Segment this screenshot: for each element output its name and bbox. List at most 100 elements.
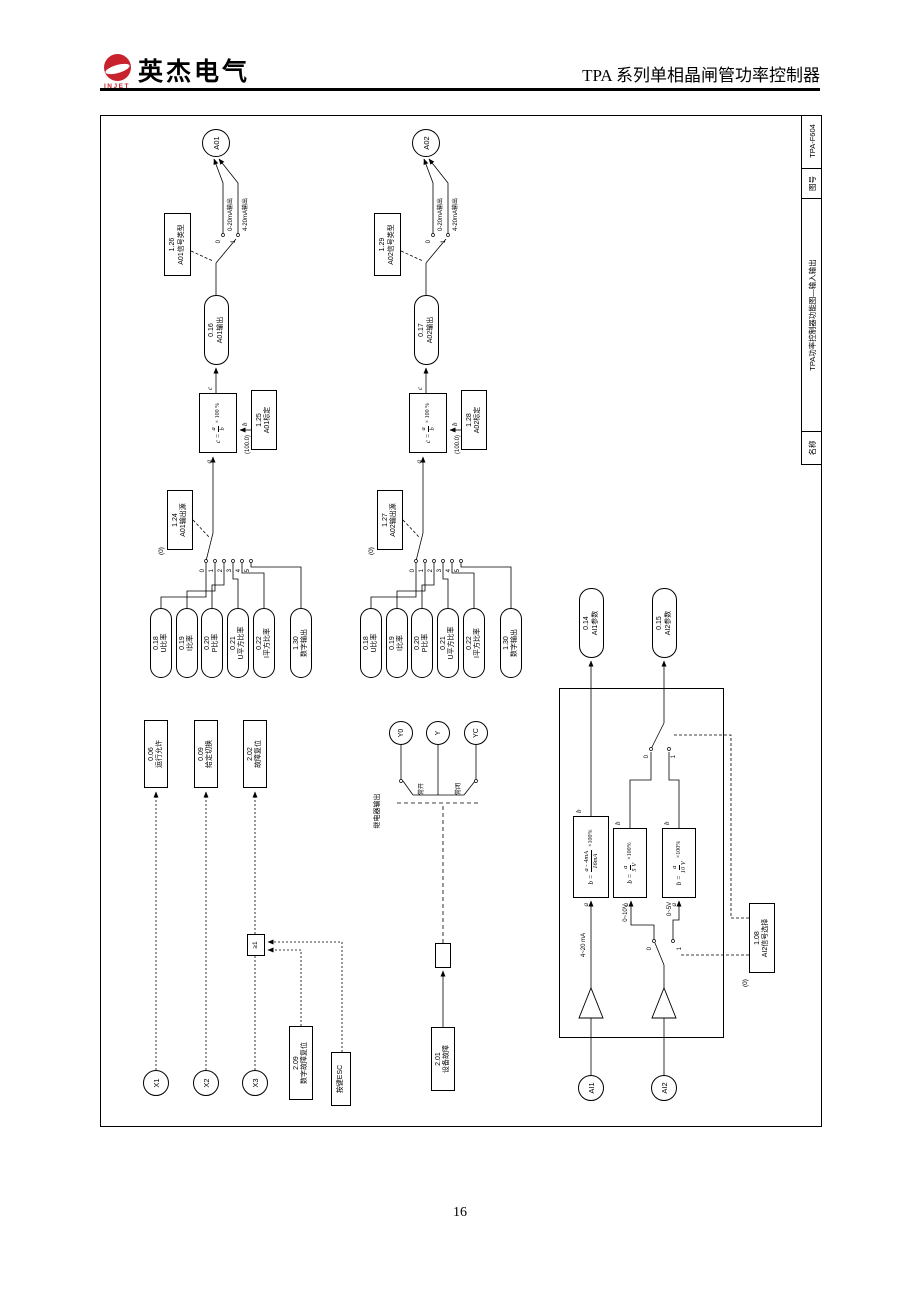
terminal-ai1: AI1 bbox=[578, 1075, 604, 1101]
drawing-frame: 0 1 2 3 4 5 (0) a c b (100.0) 0 1 0-20mA… bbox=[100, 115, 822, 1127]
title-block-drawing-no-value: TPA-F604 bbox=[802, 116, 821, 169]
selector-pos-label: 4 bbox=[236, 568, 242, 572]
terminal-x2: X2 bbox=[193, 1070, 219, 1096]
wire-label-0-5v: 0~5V bbox=[667, 902, 673, 916]
port-a-label: a bbox=[670, 903, 678, 907]
amplifier-icon bbox=[651, 986, 677, 1019]
wire-label-0-10v: 0~10V bbox=[623, 904, 629, 922]
selector-pos-label: 3 bbox=[227, 568, 233, 572]
wire-label-4-20ma: 4-20mA输出 bbox=[451, 198, 459, 231]
contact-pos-label: 1 bbox=[441, 239, 447, 243]
wire-label-0-20ma: 0-20mA输出 bbox=[226, 198, 234, 231]
contact-pos-label: 1 bbox=[231, 239, 237, 243]
logo-swoosh-icon bbox=[104, 61, 131, 77]
default-value: (0) bbox=[158, 547, 165, 555]
port-b-label: b bbox=[451, 422, 459, 426]
selector-pos-label: 4 bbox=[446, 568, 452, 572]
selector-pos-label: 2 bbox=[428, 568, 434, 572]
contact-pos-label: 0 bbox=[647, 946, 653, 950]
port-b-label: b bbox=[663, 821, 671, 825]
selector-pos-label: 5 bbox=[245, 568, 251, 572]
port-b-label: b bbox=[614, 821, 622, 825]
normally-open-label: 常开 bbox=[417, 783, 425, 795]
terminal-a02: A02 bbox=[412, 129, 440, 157]
rotated-diagram: 0 1 2 3 4 5 (0) a c b (100.0) 0 1 0-20mA… bbox=[101, 116, 821, 1125]
title-block-name-label: 名称 bbox=[807, 440, 817, 456]
title-block-name-value: TPA功率控制器功能图—输入输出 bbox=[802, 199, 821, 432]
brand-name: 英杰电气 bbox=[138, 58, 251, 86]
default-value: (0) bbox=[368, 547, 375, 555]
brand-subtitle: INJET bbox=[104, 83, 130, 90]
terminal-ai2: AI2 bbox=[651, 1075, 677, 1101]
title-block-drawing-no-label: 图号 bbox=[802, 169, 821, 199]
wire-label-4-20ma: 4-20mA输出 bbox=[241, 198, 249, 231]
wire-label-4-20ma-range: 4~20 mA bbox=[581, 933, 587, 957]
terminal-yc: YC bbox=[464, 721, 488, 745]
contact-pos-label: 1 bbox=[671, 754, 677, 758]
terminal-a01: A01 bbox=[202, 129, 230, 157]
selector-pos-label: 3 bbox=[437, 568, 443, 572]
contact-pos-label: 1 bbox=[677, 946, 683, 950]
document-title: TPA 系列单相晶闸管功率控制器 bbox=[582, 66, 820, 85]
page-number: 16 bbox=[453, 1205, 467, 1220]
relay-output-label: 继电器输出 bbox=[372, 794, 381, 829]
esc-key-block: 按键ESC bbox=[331, 1052, 351, 1106]
port-a-label: a bbox=[205, 460, 213, 464]
port-b-label: b bbox=[241, 422, 249, 426]
default-value: (100.0) bbox=[245, 435, 251, 454]
header-rule bbox=[100, 88, 820, 91]
brand-logo-icon bbox=[104, 54, 131, 81]
port-c-label: c bbox=[416, 386, 424, 390]
selector-pos-label: 1 bbox=[209, 568, 215, 572]
wiring-layer: 0 1 2 3 4 5 (0) a c b (100.0) 0 1 0-20mA… bbox=[153, 158, 749, 1075]
port-c-label: c bbox=[206, 386, 214, 390]
selector-pos-label: 1 bbox=[419, 568, 425, 572]
terminal-x1: X1 bbox=[143, 1070, 169, 1096]
selector-pos-label: 5 bbox=[455, 568, 461, 572]
or-gate: ≥1 bbox=[247, 934, 265, 956]
contact-pos-label: 0 bbox=[426, 239, 432, 243]
terminal-y: Y bbox=[426, 721, 450, 745]
terminal-x3: X3 bbox=[242, 1070, 268, 1096]
default-value: (100.0) bbox=[455, 435, 461, 454]
port-a-label: a bbox=[582, 903, 590, 907]
selector-pos-label: 2 bbox=[218, 568, 224, 572]
default-value: (0) bbox=[742, 979, 749, 987]
amplifier-icon bbox=[578, 986, 604, 1019]
port-a-label: a bbox=[622, 903, 630, 907]
contact-pos-label: 0 bbox=[216, 239, 222, 243]
wire-label-0-20ma: 0-20mA输出 bbox=[436, 198, 444, 231]
port-b-label: b bbox=[575, 809, 583, 813]
port-a-label: a bbox=[415, 460, 423, 464]
title-block: 名称 TPA功率控制器功能图—输入输出 图号 TPA-F604 bbox=[801, 116, 821, 465]
